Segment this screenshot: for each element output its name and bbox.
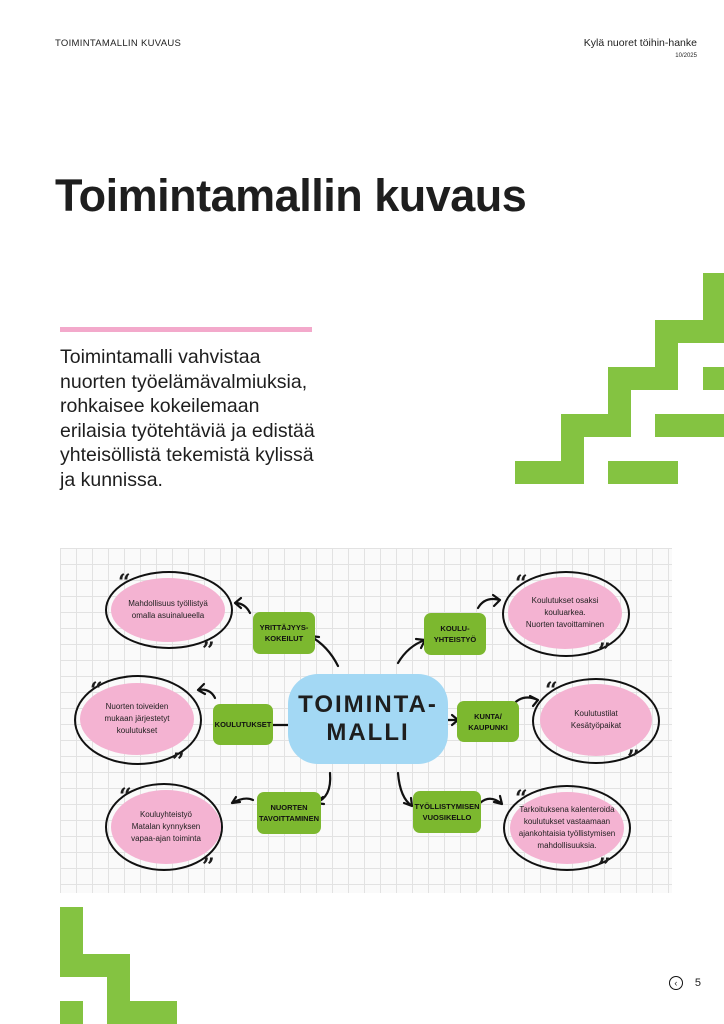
quote-open-icon: “ <box>118 570 131 596</box>
branch-tyollistymisen-vuosikello: TYÖLLISTYMISEN VUOSIKELLO <box>413 791 481 833</box>
quote-close-icon: ” <box>627 746 640 772</box>
note-5: Koulutustilat Kesätyöpaikat <box>540 684 652 756</box>
note-4: Koulutukset osaksi kouluarkea. Nuorten t… <box>508 577 622 649</box>
branch-kunta-kaupunki: KUNTA/ KAUPUNKI <box>457 701 519 742</box>
chevron-left-icon[interactable]: ‹ <box>668 976 683 990</box>
quote-open-icon: “ <box>119 784 132 810</box>
quote-open-icon: “ <box>545 678 558 704</box>
mindmap-center: TOIMINTA- MALLI <box>288 674 448 764</box>
branch-kouluyhteistyo: KOULU- YHTEISTYÖ <box>424 613 486 655</box>
project-name: Kylä nuoret töihin-hanke <box>583 37 697 49</box>
note-1: Mahdollisuus työllistyä omalla asuinalue… <box>111 578 225 642</box>
quote-close-icon: ” <box>598 639 611 665</box>
section-header: TOIMINTAMALLIN KUVAUS <box>55 38 182 49</box>
quote-close-icon: ” <box>598 854 611 880</box>
accent-divider <box>60 327 312 332</box>
quote-open-icon: “ <box>515 786 528 812</box>
quote-open-icon: “ <box>90 678 103 704</box>
note-6: Tarkoituksena kalenteroida koulutukset v… <box>510 792 624 864</box>
quote-close-icon: ” <box>202 638 215 664</box>
note-3: Kouluyhteistyö Matalan kynnyksen vapaa-a… <box>111 790 221 864</box>
branch-koulutukset: KOULUTUKSET <box>213 704 273 745</box>
quote-close-icon: ” <box>202 854 215 880</box>
note-2: Nuorten toiveiden mukaan järjestetyt kou… <box>80 683 194 755</box>
page-number: 5 <box>694 977 701 989</box>
pagination: ‹ 5 <box>668 976 701 990</box>
mindmap-diagram: TOIMINTA- MALLI Mahdollisuus työllistyä … <box>60 548 672 893</box>
quote-close-icon: ” <box>172 749 185 775</box>
date: 10/2025 <box>675 53 697 59</box>
branch-yrittajyyskokeilut: YRITTÄJYYS- KOKEILUT <box>253 612 315 654</box>
lead-paragraph: Toimintamalli vahvistaa nuorten työelämä… <box>60 346 315 491</box>
quote-open-icon: “ <box>515 571 528 597</box>
page-title: Toimintamallin kuvaus <box>55 170 527 221</box>
branch-nuorten-tavoittaminen: NUORTEN TAVOITTAMINEN <box>257 792 321 834</box>
